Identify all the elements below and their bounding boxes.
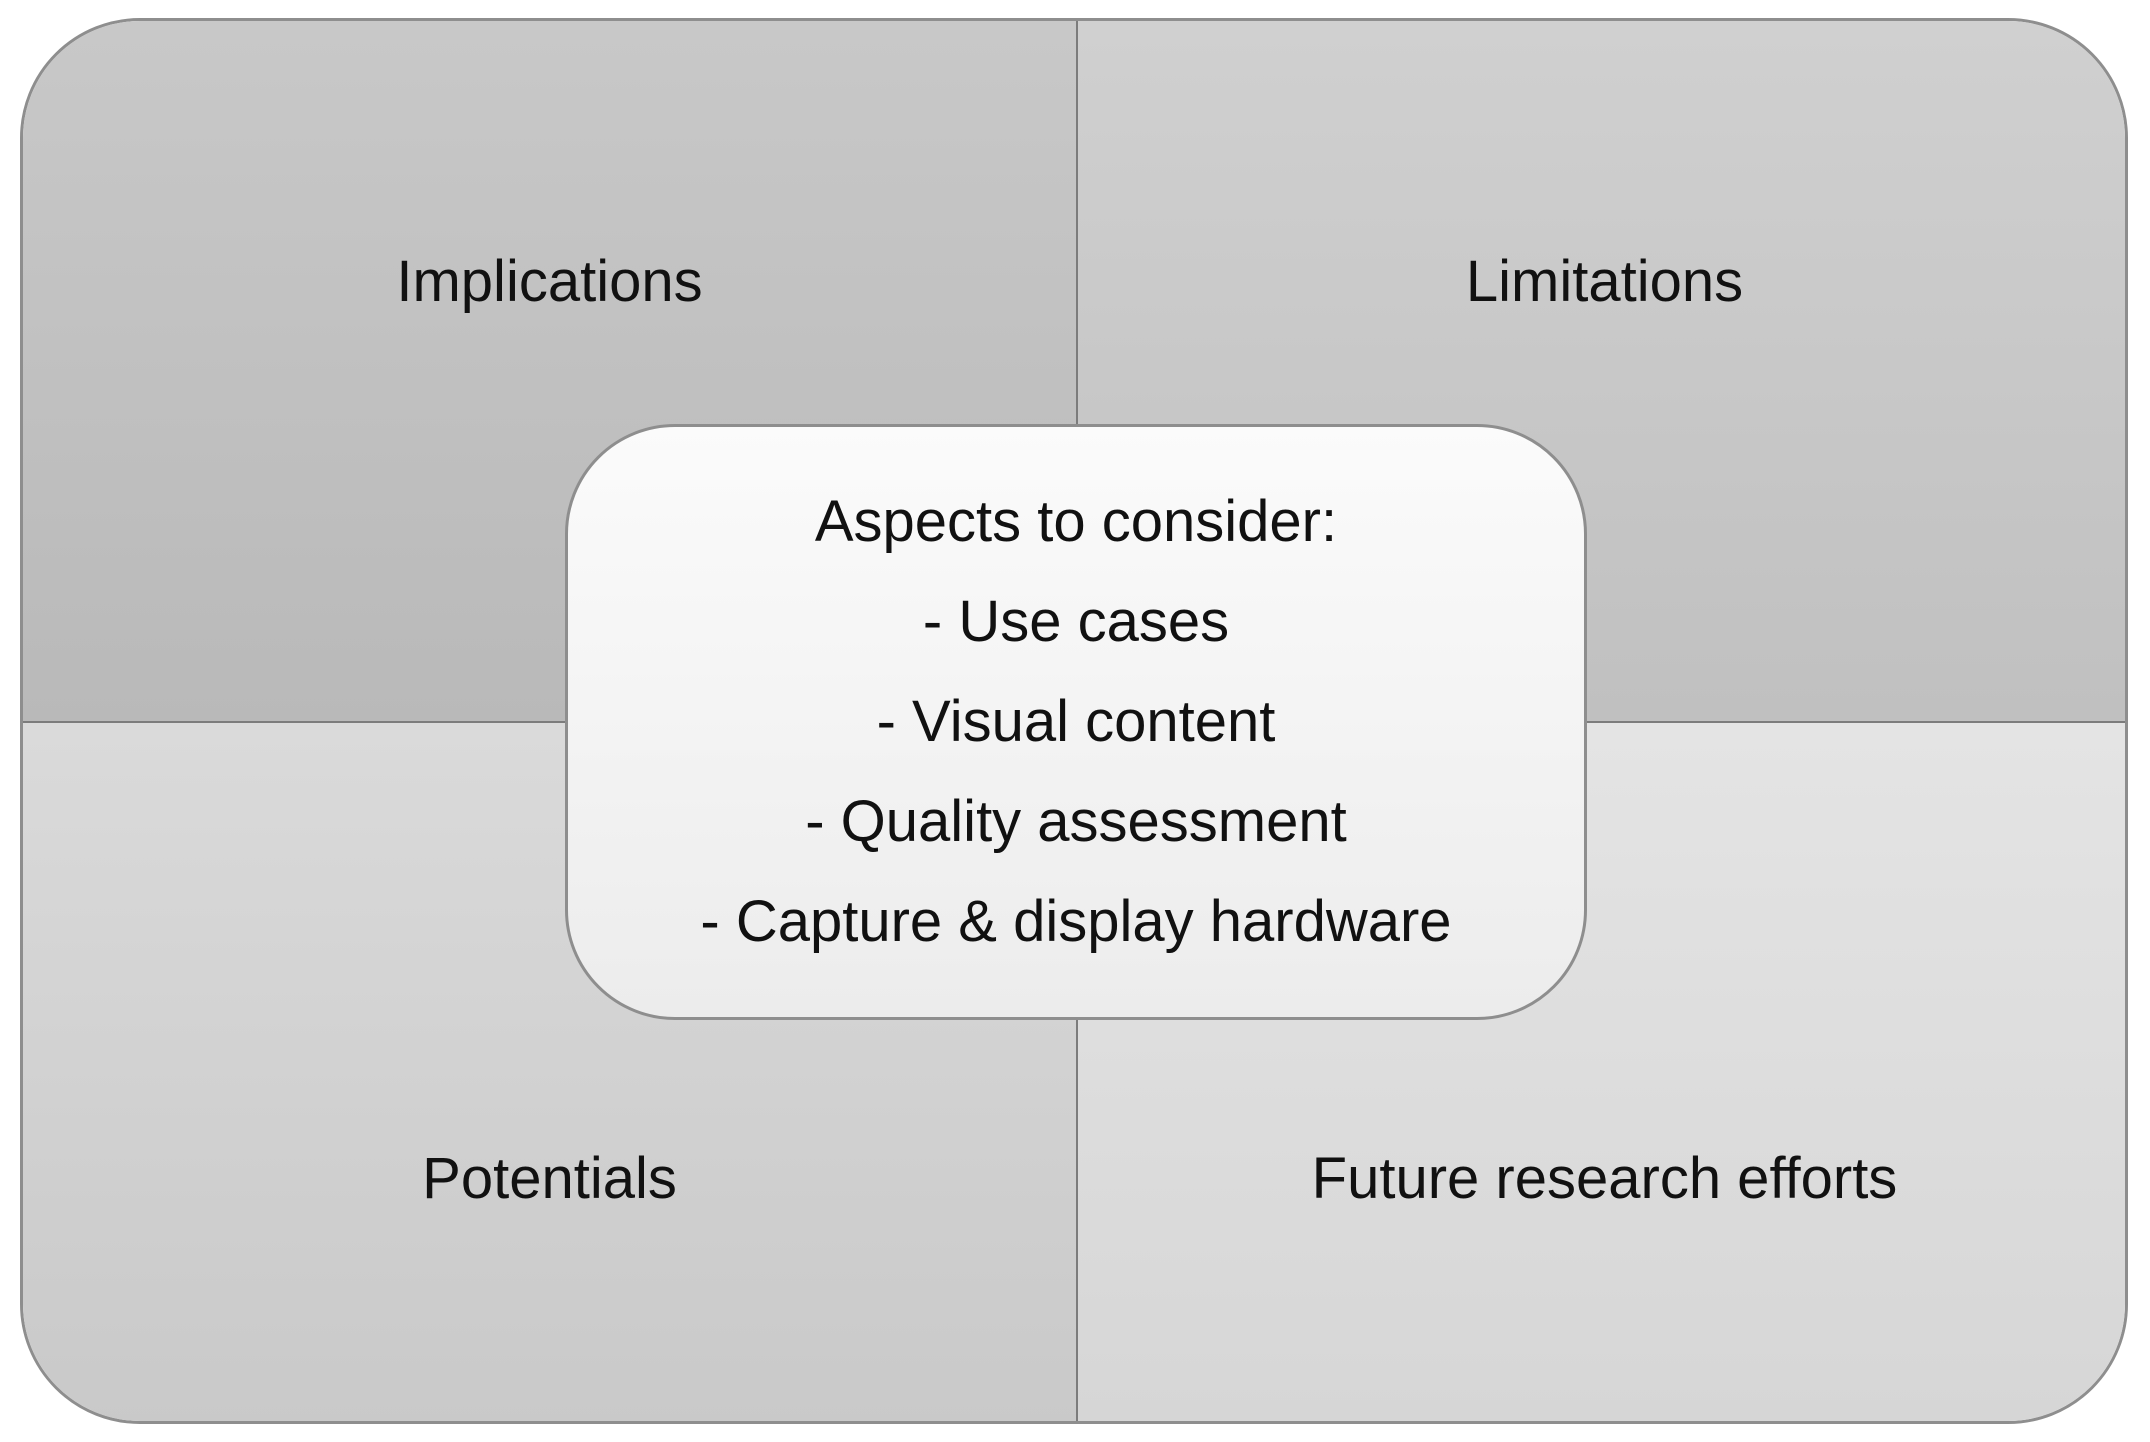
aspect-item-capture-display-hardware: - Capture & display hardware	[700, 889, 1452, 954]
aspect-item-use-cases: - Use cases	[922, 589, 1230, 654]
quadrant-label-limitations: Limitations	[1465, 249, 1744, 314]
center-aspects-box: Aspects to consider: - Use cases - Visua…	[565, 424, 1587, 1020]
center-heading: Aspects to consider:	[814, 489, 1338, 554]
aspect-item-quality-assessment: - Quality assessment	[805, 789, 1347, 854]
quadrant-label-implications: Implications	[396, 249, 703, 314]
quadrant-label-potentials: Potentials	[422, 1146, 677, 1211]
aspect-item-visual-content: - Visual content	[876, 689, 1276, 754]
quadrant-label-future-research: Future research efforts	[1311, 1146, 1898, 1211]
